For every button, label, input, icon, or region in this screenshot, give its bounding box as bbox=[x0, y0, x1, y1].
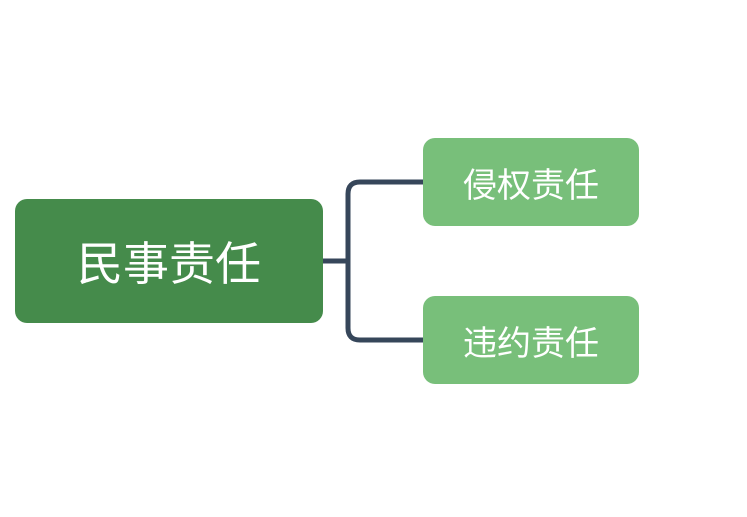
child-node-tort-liability[interactable]: 侵权责任 bbox=[423, 138, 639, 226]
child-node-contract-liability[interactable]: 违约责任 bbox=[423, 296, 639, 384]
child-node-label: 违约责任 bbox=[463, 323, 599, 364]
branch-connector bbox=[320, 179, 426, 343]
root-node[interactable]: 民事责任 bbox=[15, 199, 323, 323]
root-node-label: 民事责任 bbox=[77, 237, 261, 291]
child-node-label: 侵权责任 bbox=[463, 165, 599, 206]
